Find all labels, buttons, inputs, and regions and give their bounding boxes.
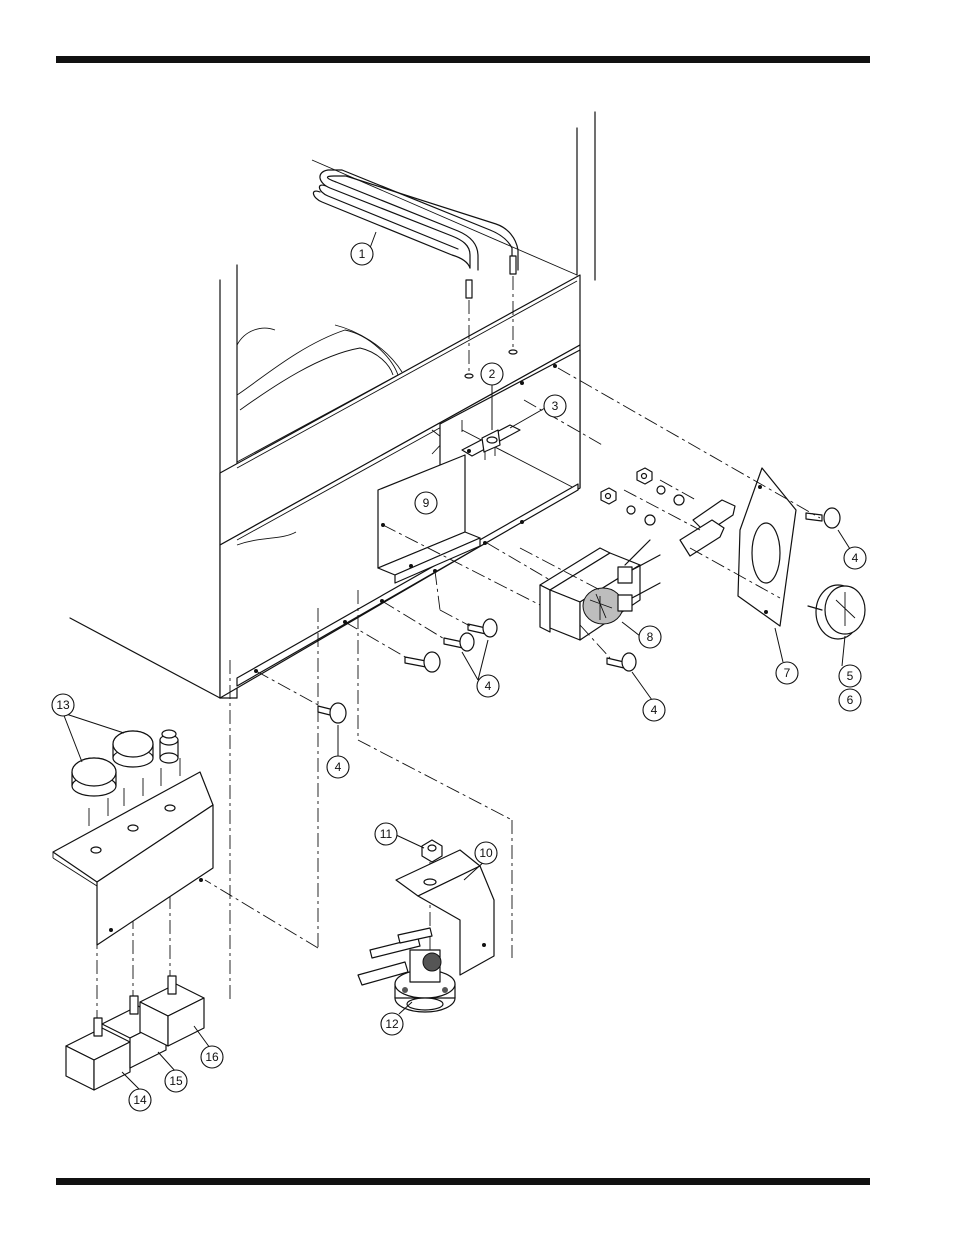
svg-text:10: 10 bbox=[479, 846, 493, 860]
svg-text:15: 15 bbox=[169, 1074, 183, 1088]
callout-13: 13 bbox=[52, 694, 74, 716]
callout-3: 3 bbox=[544, 395, 566, 417]
callout-15: 15 bbox=[165, 1070, 187, 1092]
callout-11: 11 bbox=[375, 823, 397, 845]
callout-16: 16 bbox=[201, 1046, 223, 1068]
svg-text:7: 7 bbox=[784, 666, 791, 680]
svg-text:4: 4 bbox=[485, 679, 492, 693]
svg-text:4: 4 bbox=[852, 551, 859, 565]
callout-12: 12 bbox=[381, 1013, 403, 1035]
svg-text:6: 6 bbox=[847, 693, 854, 707]
callout-9: 9 bbox=[415, 492, 437, 514]
svg-text:13: 13 bbox=[56, 698, 70, 712]
valve-assembly bbox=[358, 840, 494, 1012]
faceplate bbox=[738, 468, 796, 626]
callout-5: 5 bbox=[839, 665, 861, 687]
callout-2: 2 bbox=[481, 363, 503, 385]
callout-14: 14 bbox=[129, 1089, 151, 1111]
callout-1: 1 bbox=[351, 243, 373, 265]
pressure-gauge bbox=[808, 585, 865, 639]
svg-text:9: 9 bbox=[423, 496, 430, 510]
callout-10: 10 bbox=[475, 842, 497, 864]
callout-4-rail-screw: 4 bbox=[327, 756, 349, 778]
washers-and-nuts bbox=[601, 468, 735, 556]
callout-6: 6 bbox=[839, 689, 861, 711]
svg-text:16: 16 bbox=[205, 1050, 219, 1064]
svg-text:4: 4 bbox=[335, 760, 342, 774]
svg-text:11: 11 bbox=[380, 827, 393, 841]
callout-8: 8 bbox=[639, 626, 661, 648]
callout-4-front-screws: 4 bbox=[477, 675, 499, 697]
svg-text:1: 1 bbox=[359, 247, 366, 261]
callout-7: 7 bbox=[776, 662, 798, 684]
callout-4-faceplate-screw: 4 bbox=[844, 547, 866, 569]
pump bbox=[540, 540, 660, 640]
svg-text:8: 8 bbox=[647, 630, 654, 644]
svg-text:12: 12 bbox=[385, 1017, 399, 1031]
svg-text:3: 3 bbox=[552, 399, 559, 413]
svg-text:5: 5 bbox=[847, 669, 854, 683]
switch-panel bbox=[53, 730, 213, 945]
svg-text:14: 14 bbox=[133, 1093, 147, 1107]
cabinet-body bbox=[70, 112, 595, 698]
callout-4-pump-screw: 4 bbox=[643, 699, 665, 721]
svg-text:4: 4 bbox=[651, 703, 658, 717]
svg-text:2: 2 bbox=[489, 367, 496, 381]
